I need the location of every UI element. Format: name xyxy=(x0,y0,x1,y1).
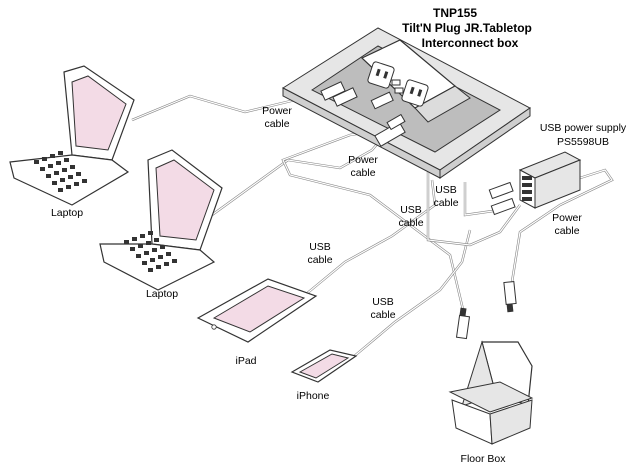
floor-box-plugs xyxy=(455,280,517,340)
product-title: TNP155 Tilt'N Plug JR.Tabletop Interconn… xyxy=(402,6,532,50)
outlet-2 xyxy=(401,79,429,107)
usb-cable-label-1a: USB xyxy=(435,184,457,196)
laptop-1-label: Laptop xyxy=(51,207,83,219)
ipad-label: iPad xyxy=(235,355,256,367)
usb-supply-cables xyxy=(426,172,521,247)
laptop-usb-cable xyxy=(281,126,467,319)
usb-supply-label-2: PS5598UB xyxy=(557,136,609,148)
laptop-2-keyboard xyxy=(124,231,177,272)
laptop-2-label: Laptop xyxy=(146,288,178,300)
power-cable-label-3a: Power xyxy=(552,212,582,224)
floor-box: Floor Box xyxy=(448,340,534,465)
ipad: iPad xyxy=(196,278,318,367)
power-cable-label-1b: cable xyxy=(264,118,289,130)
usb-cable-label-3b: cable xyxy=(307,254,332,266)
title-line-2: Tilt'N Plug JR.Tabletop xyxy=(402,21,532,35)
usb-cable-label-4a: USB xyxy=(372,296,394,308)
laptop-1-keyboard xyxy=(34,151,87,192)
power-cable-label-2a: Power xyxy=(348,154,378,166)
usb-power-supply: USB power supply PS5598UB xyxy=(488,122,627,216)
laptop-1: Laptop xyxy=(9,65,135,219)
usb-supply-label-1: USB power supply xyxy=(540,122,627,134)
cable-labels: Power cable Power cable Power cable USB … xyxy=(262,105,582,321)
usb-cable-label-4b: cable xyxy=(370,309,395,321)
cables xyxy=(131,94,614,359)
power-cable-label-2b: cable xyxy=(350,167,375,179)
laptop-2: Laptop xyxy=(99,149,223,300)
floor-box-label: Floor Box xyxy=(461,453,507,465)
usb-cable-label-1b: cable xyxy=(433,197,458,209)
power-cable-label-3b: cable xyxy=(554,225,579,237)
usb-cable-label-3a: USB xyxy=(309,241,331,253)
usb-cable-label-2b: cable xyxy=(398,217,423,229)
usb-supply-power-cable xyxy=(510,168,614,283)
usb-ports xyxy=(391,79,404,94)
plugs-in-box xyxy=(320,81,406,147)
interconnect-box xyxy=(281,27,531,179)
title-line-3: Interconnect box xyxy=(422,36,519,50)
iphone-usb-cable xyxy=(351,229,472,359)
iphone: iPhone xyxy=(290,349,358,402)
title-line-1: TNP155 xyxy=(433,6,477,20)
power-cable-label-1a: Power xyxy=(262,105,292,117)
ipad-usb-cable xyxy=(304,179,437,296)
outlet-1 xyxy=(367,61,395,89)
iphone-label: iPhone xyxy=(297,390,330,402)
usb-cable-label-2a: USB xyxy=(400,204,422,216)
